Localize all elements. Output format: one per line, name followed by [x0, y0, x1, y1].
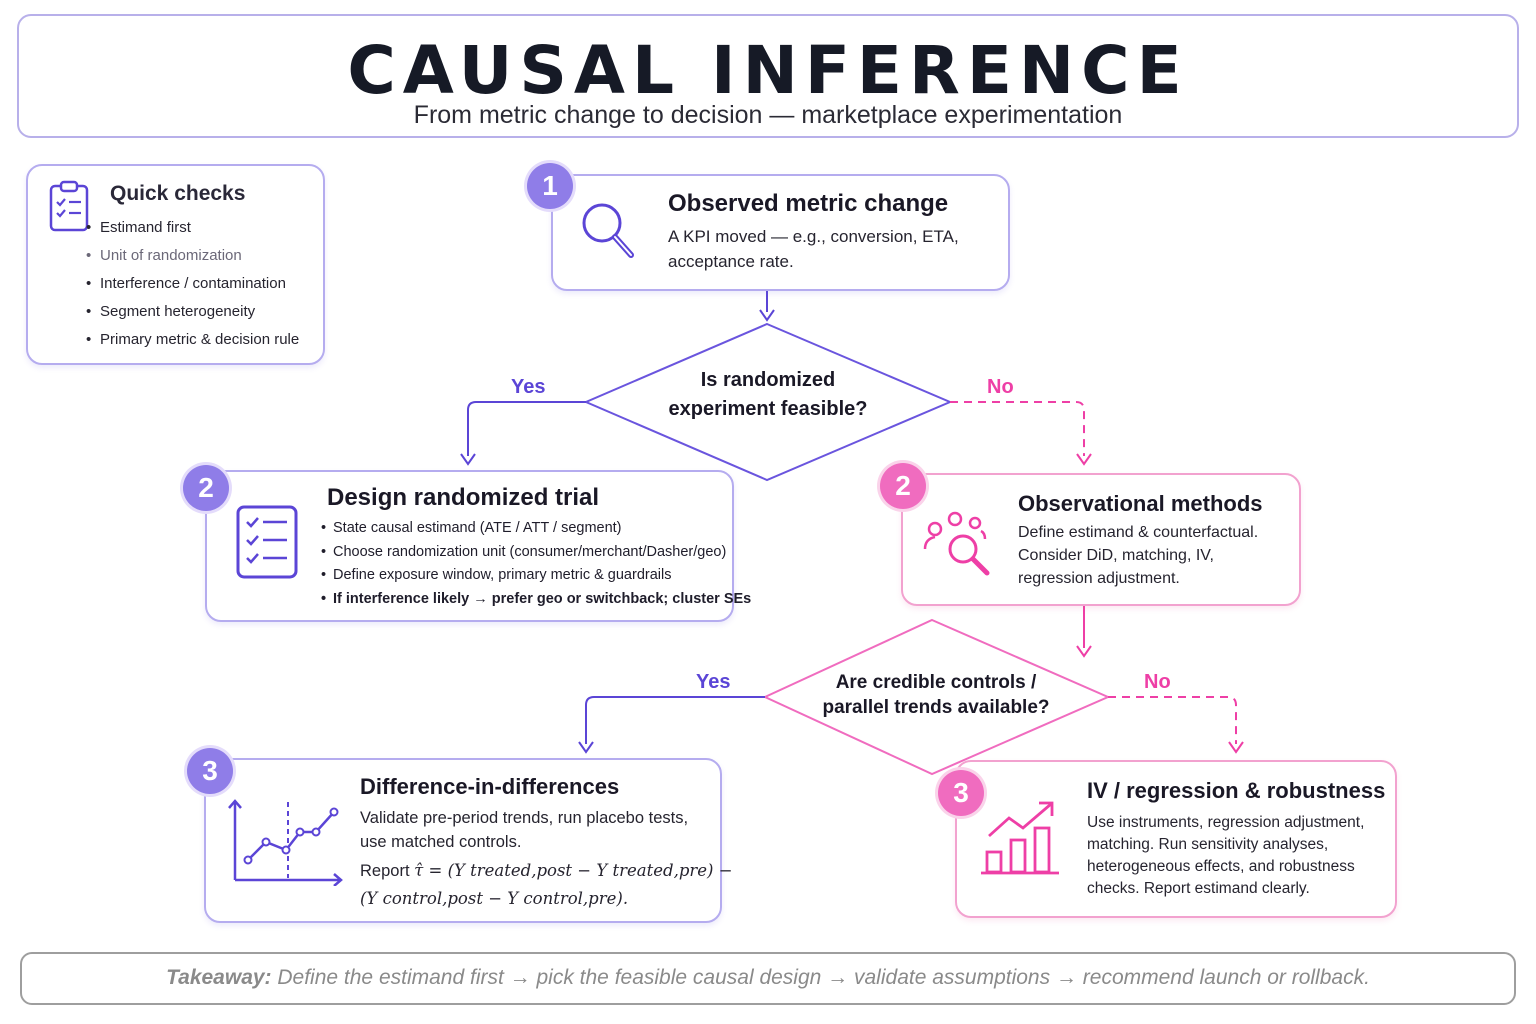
step3-did-title: Difference-in-differences: [360, 774, 620, 799]
decision2-no-label: No: [1144, 671, 1171, 693]
step2-obs-title: Observational methods: [1018, 491, 1263, 516]
step2-rct-title: Design randomized trial: [327, 484, 600, 511]
connector-decision1-no: [950, 401, 1092, 466]
step2-rct-bullet: Define exposure window, primary metric &…: [321, 565, 751, 589]
step2-rct-bullets: State causal estimand (ATE / ATT / segme…: [321, 518, 751, 613]
decision2-question: Are credible controls / parallel trends …: [822, 672, 1050, 718]
decision1-no-label: No: [987, 376, 1014, 398]
step3-iv-text: Use instruments, regression adjustment, …: [1087, 814, 1365, 897]
step3-did-badge: 3: [187, 748, 233, 794]
takeaway-body: Define the estimand first → pick the fea…: [271, 966, 1370, 989]
step3-iv-box: IV / regression & robustness Use instrum…: [955, 760, 1397, 918]
step3-iv-badge: 3: [938, 770, 984, 816]
magnifier-icon: [582, 203, 634, 258]
report-label: Report: [360, 862, 410, 880]
page-subtitle: From metric change to decision — marketp…: [413, 101, 1123, 129]
header-panel: CAUSAL INFERENCE From metric change to d…: [17, 14, 1519, 138]
takeaway-label: Takeaway:: [166, 966, 272, 989]
step1-text: A KPI moved — e.g., conversion, ETA, acc…: [668, 227, 959, 271]
connector-step1-to-decision1: [759, 291, 775, 322]
connector-obs-to-decision2: [1076, 606, 1092, 658]
quick-check-item: Interference / contamination: [100, 274, 299, 302]
quick-checks-panel: Quick checks Estimand first Unit of rand…: [26, 164, 325, 365]
page-title: CAUSAL INFERENCE: [347, 32, 1189, 109]
people-search-icon: [923, 511, 990, 576]
step3-iv-title: IV / regression & robustness: [1087, 778, 1386, 803]
did-formula-line1: τ̂ = (Y treated,post − Y treated,pre) −: [414, 861, 733, 880]
step2-rct-bullet: Choose randomization unit (consumer/merc…: [321, 542, 751, 566]
step2-rct-badge: 2: [183, 465, 229, 511]
step3-did-box: Difference-in-differences Validate pre-p…: [204, 758, 733, 923]
decision2-diamond: [762, 618, 1111, 776]
line-chart-icon: [228, 799, 343, 886]
step2-obs-badge: 2: [880, 463, 926, 509]
bar-chart-trend-icon: [981, 801, 1059, 875]
decision2-yes-label: Yes: [696, 671, 731, 693]
did-formula-line2: (Y control,post − Y control,pre).: [360, 889, 629, 908]
quick-checks-list: Estimand first Unit of randomization Int…: [100, 218, 299, 358]
step2-obs-text: Define estimand & counterfactual. Consid…: [1018, 524, 1259, 587]
step2-observational-methods-box: Observational methods Define estimand & …: [901, 473, 1301, 606]
takeaway-text: Takeaway: Define the estimand first → pi…: [22, 966, 1514, 990]
quick-check-item: Estimand first: [100, 218, 299, 246]
connector-decision2-no: [1108, 696, 1244, 754]
step3-did-formula-line1: Report τ̂ = (Y treated,post − Y treated,…: [360, 858, 733, 884]
step2-rct-bullet: State causal estimand (ATE / ATT / segme…: [321, 518, 751, 542]
decision1-yes-label: Yes: [511, 376, 546, 398]
quick-check-item: Primary metric & decision rule: [100, 330, 299, 358]
quick-check-item: Unit of randomization: [100, 246, 299, 274]
decision1-question: Is randomized experiment feasible?: [668, 369, 868, 420]
decision1-diamond: [583, 322, 953, 482]
step2-design-randomized-trial-box: Design randomized trial State causal est…: [205, 470, 751, 622]
takeaway-banner: Takeaway: Define the estimand first → pi…: [20, 952, 1516, 1005]
connector-decision1-yes: [460, 401, 586, 466]
step1-badge: 1: [527, 163, 573, 209]
quick-check-item: Segment heterogeneity: [100, 302, 299, 330]
step1-title: Observed metric change: [668, 190, 949, 217]
connector-decision2-yes: [578, 696, 765, 754]
checklist-icon: [236, 505, 298, 579]
step3-did-text: Validate pre-period trends, run placebo …: [360, 809, 689, 851]
step2-rct-bullet: If interference likely → prefer geo or s…: [321, 589, 751, 613]
quick-checks-title: Quick checks: [110, 182, 246, 205]
step1-observed-metric-box: Observed metric change A KPI moved — e.g…: [551, 174, 1010, 291]
clipboard-checklist-icon: [49, 180, 89, 232]
